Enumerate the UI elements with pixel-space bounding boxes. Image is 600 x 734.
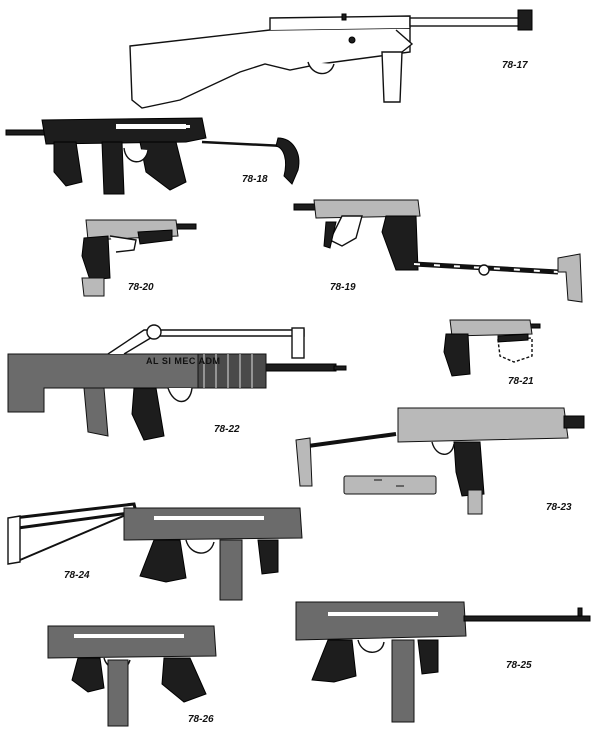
figure-78-22-label: 78-22 [214, 424, 240, 435]
figure-78-26: 78-26 [44, 620, 228, 732]
figure-78-22-receiver-marking: AL SI MEC ADM [146, 356, 221, 366]
figure-78-20-label: 78-20 [128, 282, 154, 293]
figure-78-26-label: 78-26 [188, 714, 214, 725]
figure-78-17-label: 78-17 [502, 60, 528, 71]
figure-78-23-label: 78-23 [546, 502, 572, 513]
figure-78-18: 78-18 [5, 112, 312, 200]
figure-78-18-label: 78-18 [242, 174, 268, 185]
figure-78-22-drawing [7, 324, 347, 441]
figure-78-25-label: 78-25 [506, 660, 532, 671]
figure-78-25-drawing [295, 601, 591, 723]
figure-78-23-drawing [295, 407, 585, 515]
figure-78-20: 78-20 [76, 216, 200, 316]
figure-78-17-drawing [129, 9, 533, 109]
figure-78-21-drawing [443, 319, 541, 377]
figure-78-26-drawing [47, 625, 217, 727]
figure-78-19-drawing [293, 199, 583, 303]
figure-78-20-drawing [81, 219, 197, 297]
figure-78-23: 78-23 [292, 402, 592, 520]
figure-78-19-label: 78-19 [330, 282, 356, 293]
figure-78-25: 78-25 [288, 596, 596, 732]
figure-78-22: AL SI MEC ADM 78-22 [4, 324, 348, 448]
figure-78-24: 78-24 [4, 500, 304, 606]
figure-78-21-label: 78-21 [508, 376, 534, 387]
figure-78-21: 78-21 [440, 316, 548, 392]
figure-78-17: 78-17 [120, 4, 560, 114]
figure-78-19: 78-19 [290, 192, 595, 304]
figure-78-24-label: 78-24 [64, 570, 90, 581]
figure-78-18-receiver-marking [122, 125, 190, 128]
figure-78-24-drawing [7, 502, 303, 601]
